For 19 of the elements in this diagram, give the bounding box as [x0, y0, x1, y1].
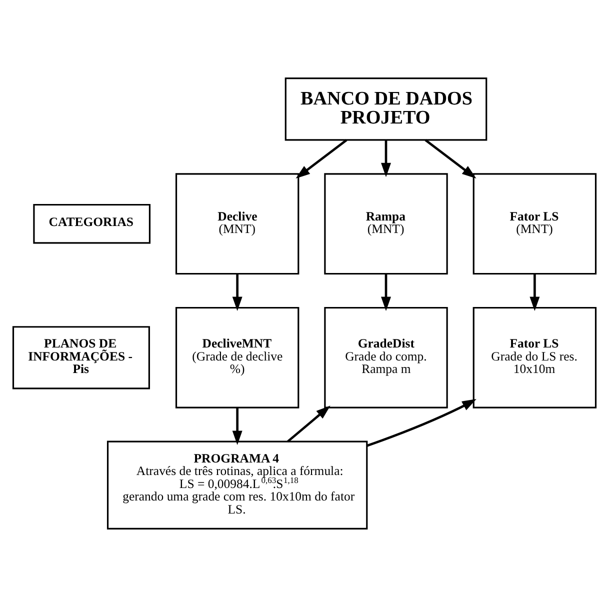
- node-box: Rampa (MNT): [324, 173, 448, 275]
- arrow: [232, 274, 242, 312]
- node-box: DecliveMNT (Grade de declive %): [174, 306, 299, 408]
- node-box: Declive (MNT): [174, 173, 299, 275]
- node-box: Fator LS (MNT): [472, 173, 596, 275]
- arrow: [380, 274, 390, 312]
- arrow: [424, 139, 476, 179]
- node-box: GradeDist Grade do comp. Rampa m: [324, 306, 448, 408]
- arrow: [529, 274, 540, 312]
- arrow: [380, 140, 390, 178]
- node-box: BANCO DE DADOS PROJETO: [284, 78, 487, 141]
- node-box: PLANOS DE INFORMAÇÕES - Pis: [12, 326, 150, 390]
- arrow: [232, 408, 242, 446]
- node-box: CATEGORIAS: [32, 204, 150, 244]
- arrow: [286, 406, 330, 442]
- node-box: PROGRAMA 4 Através de três rotinas, aplica a fórmula: LS = 0,00984.L$^{0,63}$.S$^{1,18}$ gerando uma grade com res. 10x10m do fator LS.: [106, 440, 368, 530]
- node-box: Fator LS Grade do LS res. 10x10m: [472, 306, 596, 408]
- arrow: [366, 399, 476, 447]
- arrow: [295, 139, 347, 179]
